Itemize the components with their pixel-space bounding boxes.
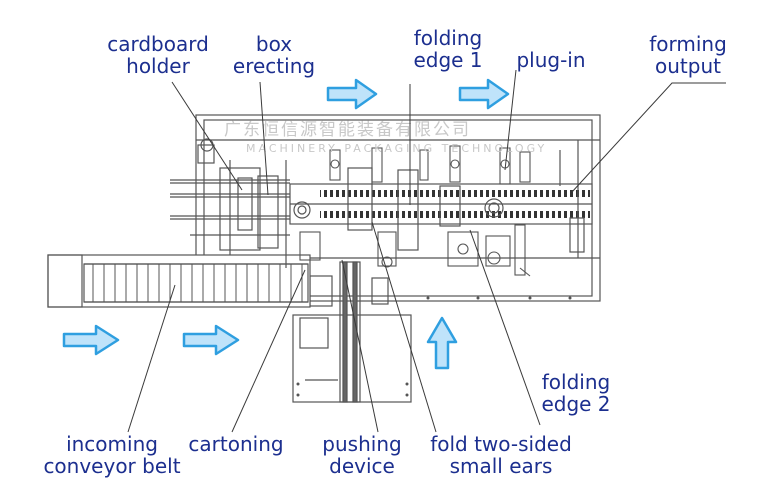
label-fold-two-sided-small-ears: fold two-sided small ears — [414, 433, 588, 477]
label-incoming-conveyor-belt-line1: incoming — [66, 432, 158, 456]
label-box-erecting: box erecting — [224, 33, 324, 77]
label-folding-edge-2-line1: folding — [541, 370, 611, 394]
incoming-conveyor — [47, 254, 311, 308]
label-cardboard-holder-line2: holder — [126, 54, 190, 78]
label-cardboard-holder: cardboard holder — [100, 33, 216, 77]
label-folding-edge-2-line2: edge 2 — [541, 392, 611, 416]
flow-arrow-bottom-left-icon — [62, 324, 120, 356]
label-forming-output-line2: output — [655, 54, 721, 78]
label-box-erecting-line2: erecting — [232, 54, 316, 78]
label-incoming-conveyor-belt-line2: conveyor belt — [43, 454, 181, 478]
label-plug-in: plug-in — [506, 49, 596, 71]
label-fold-two-sided-small-ears-line1: fold two-sided — [430, 432, 572, 456]
flow-arrow-top-right-icon — [458, 78, 510, 110]
label-pushing-device: pushing device — [312, 433, 412, 477]
label-pushing-device-line2: device — [329, 454, 395, 478]
flow-arrow-top-left-icon — [326, 78, 378, 110]
label-cardboard-holder-line1: cardboard — [107, 32, 209, 56]
label-plug-in-line1: plug-in — [516, 48, 586, 72]
label-box-erecting-line1: box — [255, 32, 293, 56]
flow-arrow-bottom-mid-icon — [182, 324, 240, 356]
label-folding-edge-1-line2: edge 1 — [413, 48, 483, 72]
lower-mechanisms — [299, 224, 531, 277]
label-fold-two-sided-small-ears-line2: small ears — [449, 454, 553, 478]
label-forming-output: forming output — [636, 33, 740, 77]
label-pushing-device-line1: pushing — [322, 432, 402, 456]
leader-lines — [127, 69, 726, 433]
label-cartoning: cartoning — [180, 433, 292, 455]
label-cartoning-line1: cartoning — [188, 432, 284, 456]
label-folding-edge-2: folding edge 2 — [526, 371, 626, 415]
watermark: 广东恒信源智能装备有限公司 MACHINERY PACKAGING TECHNO… — [224, 120, 547, 155]
pushing-device-plate — [292, 261, 412, 403]
label-folding-edge-1: folding edge 1 — [398, 27, 498, 71]
cardboard-holder-rails — [170, 160, 290, 268]
watermark-line1: 广东恒信源智能装备有限公司 — [224, 120, 471, 140]
watermark-line2: MACHINERY PACKAGING TECHNOLOGY — [246, 142, 547, 155]
flow-arrow-up-icon — [426, 316, 458, 370]
main-chain-track — [289, 140, 593, 258]
label-folding-edge-1-line1: folding — [413, 26, 483, 50]
label-forming-output-line1: forming — [649, 32, 727, 56]
label-incoming-conveyor-belt: incoming conveyor belt — [36, 433, 188, 477]
upper-mechanisms — [329, 145, 531, 185]
